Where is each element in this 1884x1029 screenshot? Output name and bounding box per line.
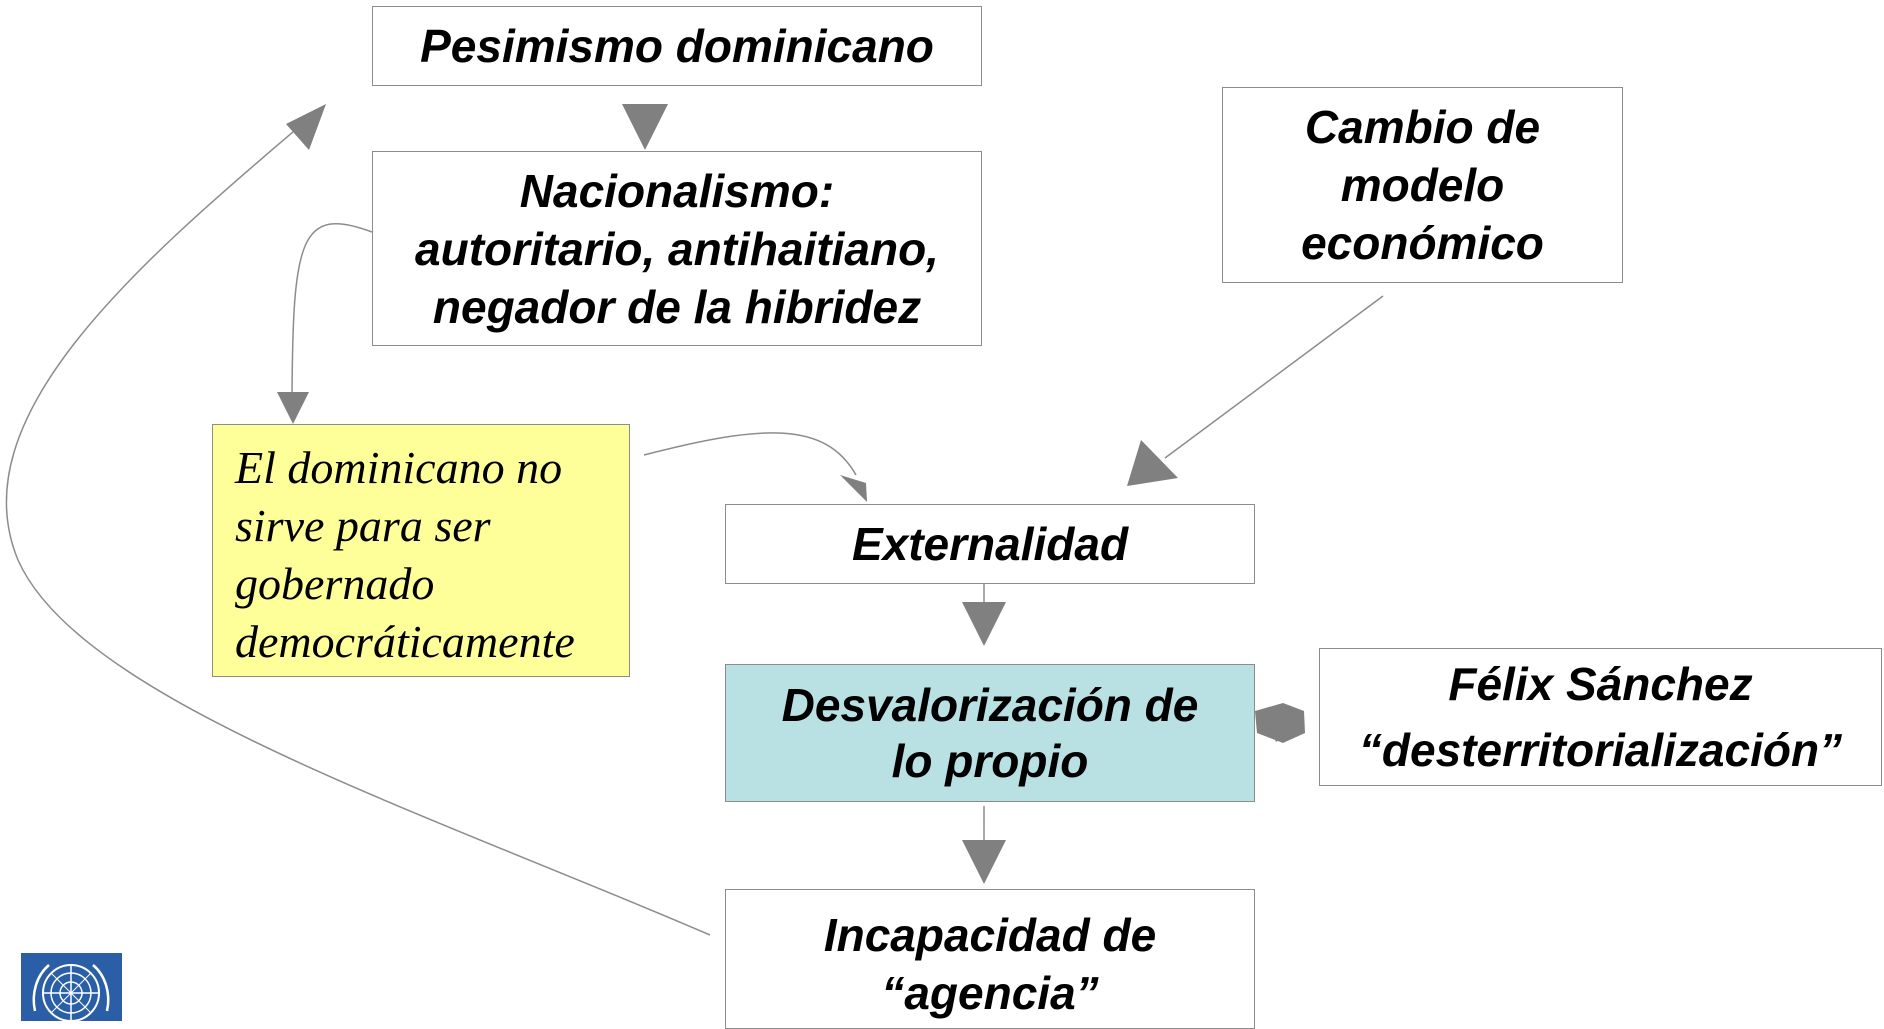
node-dominicano-no-sirve: El dominicano no sirve para ser gobernad… [212, 424, 630, 677]
node-nacionalismo-label: Nacionalismo: autoritario, antihaitiano,… [415, 164, 939, 333]
arrow-externalidad-to-desvalorizacion [962, 602, 1006, 646]
node-externalidad: Externalidad [725, 504, 1255, 584]
arrowhead-nacionalismo-to-dominicano [277, 392, 309, 424]
node-pesimismo-label: Pesimismo dominicano [420, 20, 934, 72]
arrowhead-incapacidad-to-pesimismo [286, 104, 326, 150]
connector-dominicano-to-externalidad [643, 432, 857, 476]
connector-nacionalismo-to-dominicano [291, 223, 373, 396]
connector-cambio-to-externalidad [1164, 295, 1384, 459]
node-desvalorizacion-de-lo-propio: Desvalorización de lo propio [725, 664, 1255, 802]
arrow-desvalorizacion-to-incapacidad [962, 840, 1006, 884]
node-felix-label: Félix Sánchez “desterritorialización” [1358, 658, 1843, 776]
arrowhead-dominicano-to-externalidad [840, 475, 867, 502]
node-pesimismo-dominicano: Pesimismo dominicano [372, 6, 982, 86]
connector-incapacidad-to-pesimismo [5, 125, 711, 936]
node-cambio-label: Cambio de modelo económico [1301, 101, 1544, 269]
node-incapacidad-de-agencia: Incapacidad de “agencia” [725, 889, 1255, 1029]
star-connector-felix-desvalorizacion-center [1268, 708, 1300, 742]
node-dominicano-label: El dominicano no sirve para ser gobernad… [235, 442, 575, 667]
node-desvalorizacion-label: Desvalorización de lo propio [781, 679, 1199, 787]
node-externalidad-label: Externalidad [851, 518, 1129, 570]
node-felix-sanchez: Félix Sánchez “desterritorialización” [1319, 648, 1882, 786]
arrow-pesimismo-to-nacionalismo [622, 104, 668, 150]
un-emblem-icon [21, 953, 122, 1021]
arrowhead-cambio-to-externalidad [1127, 440, 1178, 486]
node-incapacidad-label: Incapacidad de “agencia” [823, 909, 1157, 1019]
node-nacionalismo: Nacionalismo: autoritario, antihaitiano,… [372, 151, 982, 346]
node-cambio-modelo-economico: Cambio de modelo económico [1222, 87, 1623, 283]
